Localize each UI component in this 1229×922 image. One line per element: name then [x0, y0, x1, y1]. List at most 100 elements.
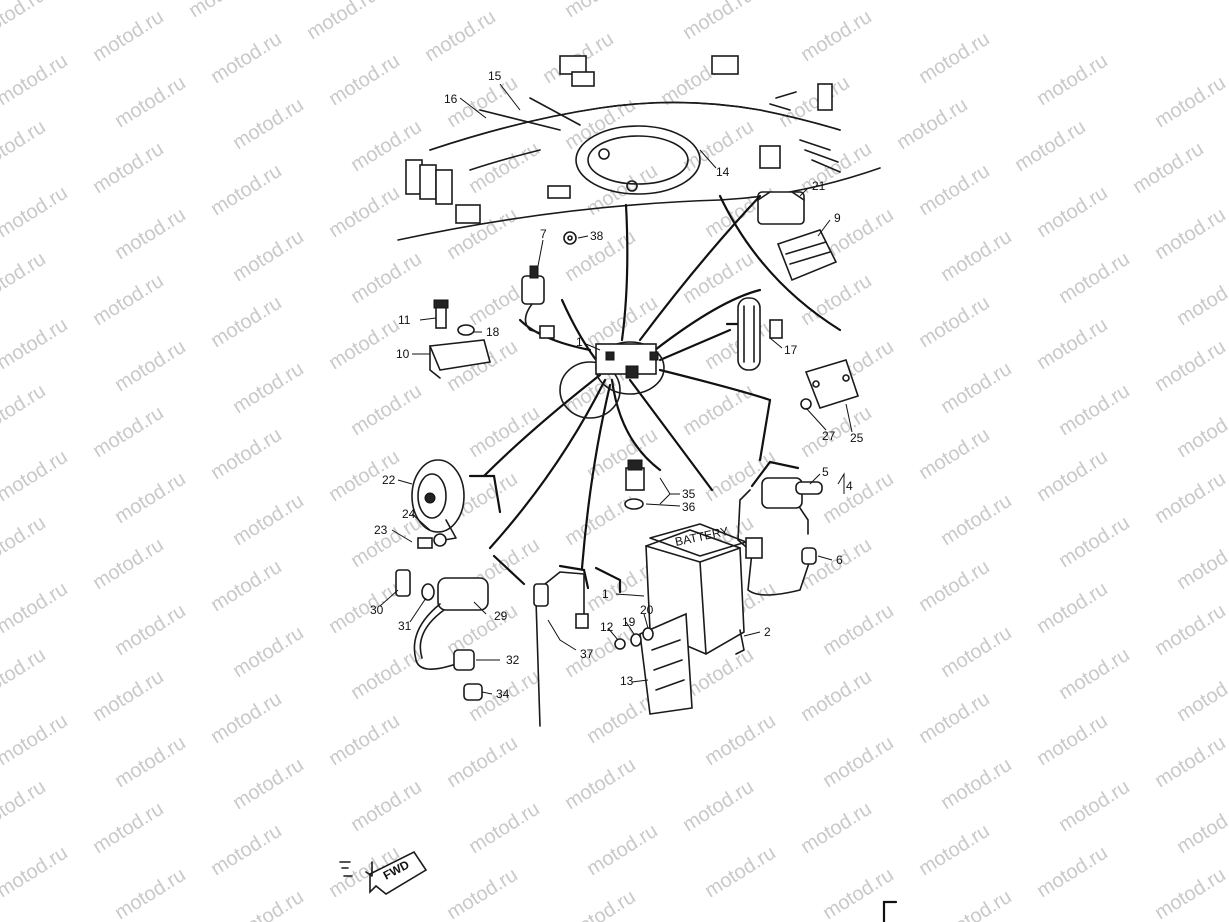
watermark-text: motod.ru — [443, 204, 522, 264]
bracket-4 — [750, 460, 800, 488]
watermark-text: motod.ru — [229, 622, 308, 682]
watermark-text: motod.ru — [89, 138, 168, 198]
watermark-text: motod.ru — [1173, 798, 1229, 858]
switch-35 — [624, 459, 645, 510]
watermark-text: motod.ru — [1033, 446, 1112, 506]
watermark-text: motod.ru — [0, 314, 72, 374]
watermark-text: motod.ru — [207, 160, 286, 220]
bracket-29 — [492, 554, 526, 586]
watermark-text: motod.ru — [819, 468, 898, 528]
watermark-text: motod.ru — [207, 556, 286, 616]
cable-2 — [735, 629, 745, 655]
watermark-text: motod.ru — [1055, 644, 1134, 704]
watermark-text: motod.ru — [89, 402, 168, 462]
watermark-text: motod.ru — [207, 688, 286, 748]
watermark-text: motod.ru — [701, 710, 780, 770]
corner-mark — [882, 900, 898, 922]
watermark-text: motod.ru — [797, 6, 876, 66]
washer-18 — [457, 324, 475, 336]
watermark-text: motod.ru — [1173, 402, 1229, 462]
watermark-text: motod.ru — [325, 710, 404, 770]
watermark-text: motod.ru — [819, 864, 898, 922]
watermark-text: motod.ru — [1151, 468, 1229, 528]
bracket-37 — [558, 564, 590, 590]
routing-wires — [482, 194, 842, 570]
watermark-text: motod.ru — [1173, 270, 1229, 330]
watermark-text: motod.ru — [111, 732, 190, 792]
watermark-text: motod.ru — [421, 6, 500, 66]
watermark-text: motod.ru — [111, 468, 190, 528]
watermark-text: motod.ru — [325, 578, 404, 638]
watermark-text: motod.ru — [0, 644, 50, 704]
watermark-text: motod.ru — [89, 534, 168, 594]
watermark-text: motod.ru — [229, 490, 308, 550]
watermark-text: motod.ru — [1151, 204, 1229, 264]
watermark-text: motod.ru — [915, 160, 994, 220]
watermark-text: motod.ru — [1033, 842, 1112, 902]
watermark-text: motod.ru — [207, 424, 286, 484]
watermark-text: motod.ru — [1151, 864, 1229, 922]
watermark-text: motod.ru — [1173, 666, 1229, 726]
watermark-text: motod.ru — [0, 710, 72, 770]
watermark-text: motod.ru — [443, 864, 522, 922]
watermark-text: motod.ru — [797, 798, 876, 858]
watermark-text: motod.ru — [89, 270, 168, 330]
watermark-text: motod.ru — [207, 28, 286, 88]
callout-label: 1 — [602, 587, 609, 601]
watermark-text: motod.ru — [819, 600, 898, 660]
watermark-text: motod.ru — [937, 622, 1016, 682]
callout-label: 29 — [494, 609, 508, 623]
callout-label: 15 — [488, 69, 502, 83]
watermark-text: motod.ru — [1151, 336, 1229, 396]
watermark-text: motod.ru — [915, 28, 994, 88]
callout-label: 7 — [540, 227, 547, 241]
watermark-text: motod.ru — [915, 820, 994, 880]
callout-label: 31 — [398, 619, 412, 633]
watermark-text: motod.ru — [561, 94, 640, 154]
watermark-text: motod.ru — [1033, 578, 1112, 638]
cap-34 — [463, 683, 483, 701]
watermark-text: motod.ru — [679, 380, 758, 440]
watermark-text: motod.ru — [207, 292, 286, 352]
watermark-text: motod.ru — [797, 666, 876, 726]
watermark-text: motod.ru — [679, 776, 758, 836]
watermark-text: motod.ru — [937, 358, 1016, 418]
watermark-text: motod.ru — [583, 820, 662, 880]
watermark-text: motod.ru — [347, 776, 426, 836]
watermark-text: motod.ru — [915, 688, 994, 748]
watermark-text: motod.ru — [561, 0, 640, 22]
watermark-text: motod.ru — [443, 732, 522, 792]
watermark-text: motod.ru — [0, 116, 50, 176]
watermark-text: motod.ru — [229, 94, 308, 154]
watermark-text: motod.ru — [347, 644, 426, 704]
watermark-text: motod.ru — [1173, 534, 1229, 594]
callout-label: 11 — [398, 313, 411, 327]
watermark-text: motod.ru — [465, 798, 544, 858]
callout-label: 20 — [640, 603, 654, 617]
watermark-text: motod.ru — [937, 490, 1016, 550]
watermark-text: motod.ru — [797, 138, 876, 198]
callout-label: 21 — [812, 179, 826, 193]
watermark-text: motod.ru — [937, 226, 1016, 286]
watermark-text: motod.ru — [325, 314, 404, 374]
watermark-text: motod.ru — [937, 886, 1016, 922]
bracket-13 — [639, 612, 693, 715]
callout-label: 30 — [370, 603, 384, 617]
watermark-text: motod.ru — [1055, 380, 1134, 440]
watermark-text: motod.ru — [325, 182, 404, 242]
watermark-text: motod.ru — [0, 0, 50, 44]
callout-label: 16 — [444, 92, 458, 106]
callout-label: 9 — [834, 211, 841, 225]
watermark-text: motod.ru — [937, 754, 1016, 814]
watermark-text: motod.ru — [915, 292, 994, 352]
callout-label: 35 — [682, 487, 696, 501]
callout-label: 24 — [402, 507, 416, 521]
watermark-text: motod.ru — [583, 160, 662, 220]
relay-21 — [757, 191, 805, 225]
watermark-text: motod.ru — [561, 886, 640, 922]
coil-29 — [413, 577, 489, 671]
watermark-text: motod.ru — [229, 226, 308, 286]
watermark-text: motod.ru — [0, 50, 72, 110]
callout-label: 25 — [850, 431, 864, 445]
watermark-text: motod.ru — [679, 0, 758, 44]
